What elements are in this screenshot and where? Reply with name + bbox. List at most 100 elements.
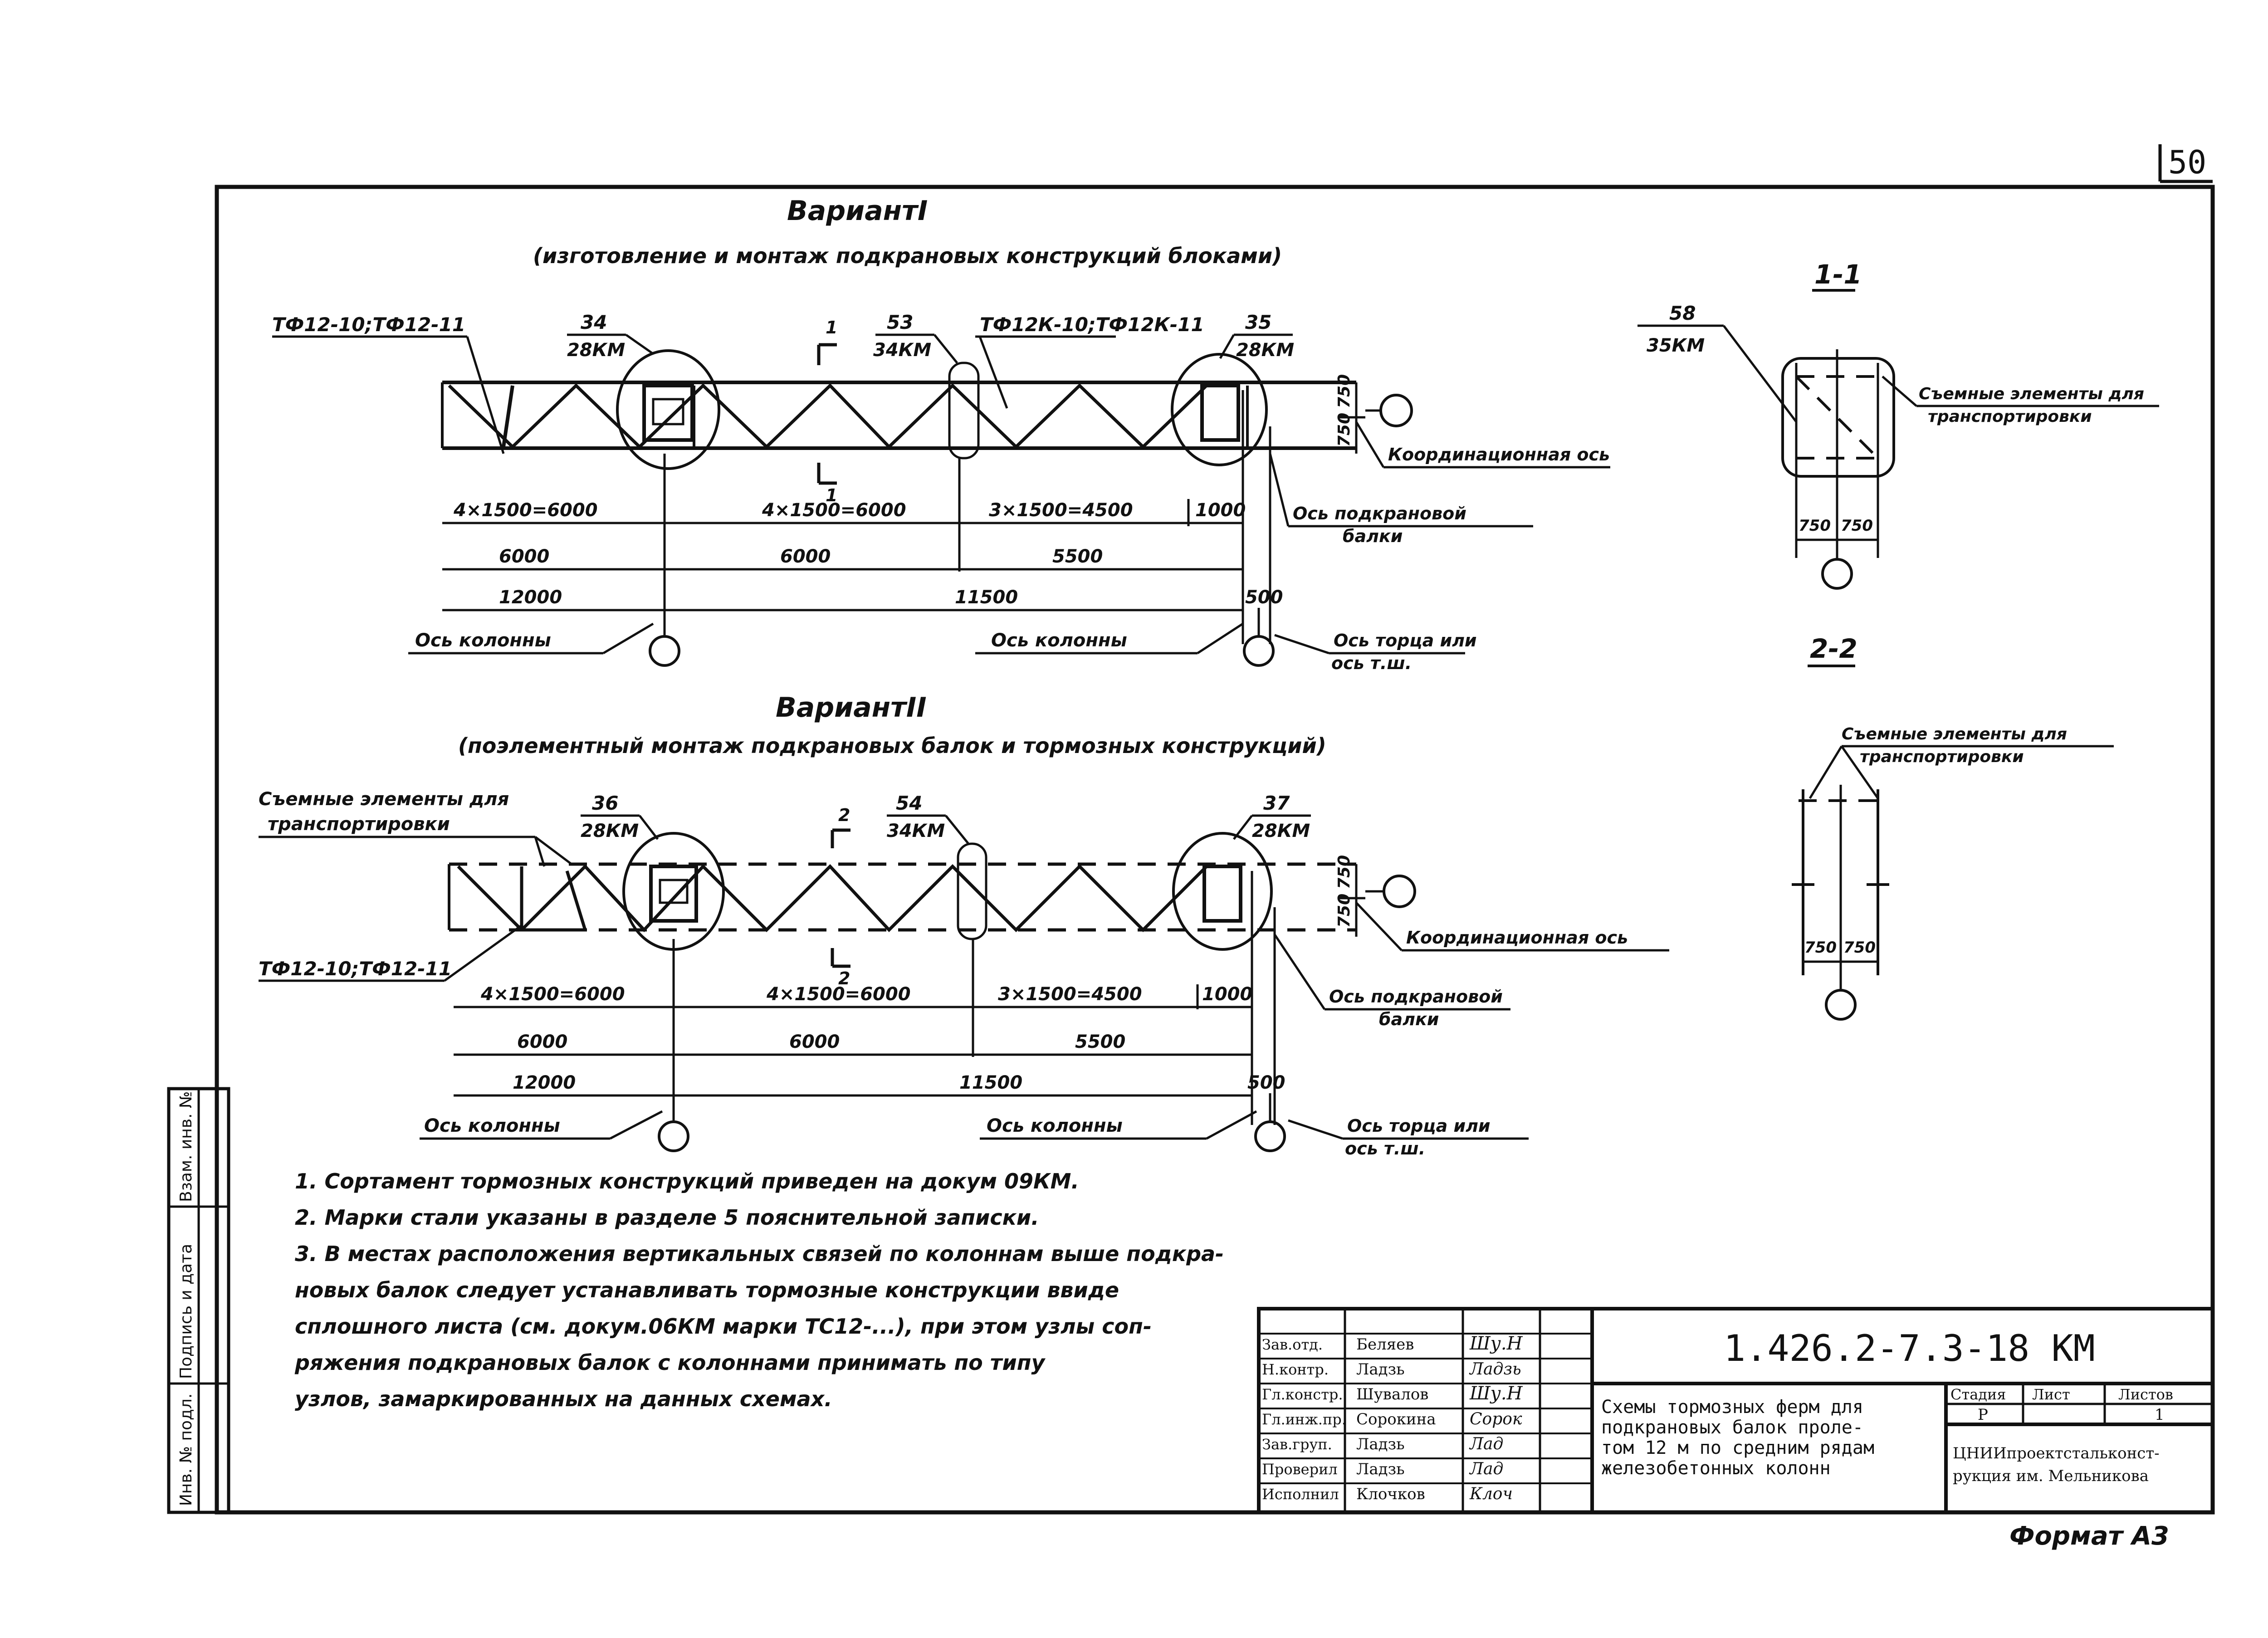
signature-4: Лад xyxy=(1469,1435,1503,1453)
variant2-end-axis-2: ось т.ш. xyxy=(1345,1139,1425,1159)
signature-6: Клоч xyxy=(1469,1485,1513,1503)
variant2-crane-axis-2: балки xyxy=(1379,1009,1439,1029)
variant2-coord-axis: Координационная ось xyxy=(1406,928,1628,948)
variant1-end-axis-2: ось т.ш. xyxy=(1331,653,1412,673)
variant2-col-axis-mid: Ось колонны xyxy=(987,1115,1123,1136)
section22-dim-right: 750 xyxy=(1843,939,1876,957)
doc-code: 1.426.2-7.3-18 КМ xyxy=(1724,1327,2095,1369)
role-4: Зав.груп. xyxy=(1262,1436,1332,1453)
variant1-end-axis-1: Ось торца или xyxy=(1334,631,1477,650)
variant1-dim-row1-b: 4×1500=6000 xyxy=(762,500,906,521)
note-line-2: 2. Марки стали указаны в разделе 5 поясн… xyxy=(295,1205,1039,1230)
variant1-dim-row3-b: 11500 xyxy=(955,587,1018,608)
variant2-callout-left: ТФ12-10;ТФ12-11 xyxy=(259,958,452,980)
signature-3: Сорок xyxy=(1470,1410,1522,1428)
section11-title: 1-1 xyxy=(1814,259,1862,290)
variant1-dim-row1-c: 3×1500=4500 xyxy=(989,500,1133,521)
section11-dim-left: 750 xyxy=(1799,517,1831,535)
variant1-crane-axis-1: Ось подкрановой xyxy=(1293,504,1466,523)
variant1-col-axis-mid: Ось колонны xyxy=(991,630,1127,651)
sheet-frame: 50 Формат А3 xyxy=(215,144,2215,1551)
section-mark-2-bottom: 2 xyxy=(838,968,850,988)
notes: 1. Сортамент тормозных конструкций приве… xyxy=(294,1169,1224,1411)
variant2-subtitle: (поэлементный монтаж подкрановых балок и… xyxy=(458,733,1326,758)
variant2-dim-750-upper: 750 xyxy=(1335,855,1354,889)
section22-label-1: Съемные элементы для xyxy=(1842,725,2067,743)
description-3: том 12 м по средним рядам xyxy=(1601,1438,1874,1458)
role-3: Гл.инж.пр. xyxy=(1262,1411,1346,1428)
variant1-dim-750-lower: 750 xyxy=(1335,413,1354,447)
variant1-crane-axis-2: балки xyxy=(1343,526,1403,546)
variant1-title: ВариантI xyxy=(787,195,928,227)
variant2-dim-750-lower: 750 xyxy=(1335,894,1354,928)
note-line-3: 3. В местах расположения вертикальных св… xyxy=(295,1242,1224,1266)
variant2-dim-row1-b: 4×1500=6000 xyxy=(766,984,911,1005)
name-2: Шувалов xyxy=(1356,1385,1428,1403)
variant2-end-axis-1: Ось торца или xyxy=(1347,1116,1491,1136)
variant2-dim-row2-a: 6000 xyxy=(517,1032,567,1052)
section11-node-top: 58 xyxy=(1669,302,1696,324)
variant1-node-a-top: 34 xyxy=(581,311,607,333)
variant-2: ВариантII (поэлементный монтаж подкранов… xyxy=(259,692,1669,1159)
name-5: Ладзь xyxy=(1356,1460,1405,1478)
stamp-inv-number: Инв. № подл. xyxy=(177,1394,196,1506)
variant1-node-b-bot: 34КМ xyxy=(873,340,931,361)
section11-dim-right: 750 xyxy=(1841,517,1873,535)
section22-title: 2-2 xyxy=(1810,633,1857,664)
sheet-header: Лист xyxy=(2032,1386,2070,1403)
stage-value: Р xyxy=(1978,1406,1988,1424)
variant1-callout-left: ТФ12-10;ТФ12-11 xyxy=(272,313,465,336)
variant2-dim-row1-d: 1000 xyxy=(1202,984,1252,1005)
name-4: Ладзь xyxy=(1356,1435,1405,1453)
title-block: Зав.отд. Н.контр. Гл.констр. Гл.инж.пр. … xyxy=(1257,1307,2214,1514)
variant1-subtitle: (изготовление и монтаж подкрановых конст… xyxy=(533,244,1282,268)
description-2: подкрановых балок проле- xyxy=(1601,1417,1863,1438)
name-1: Ладзь xyxy=(1356,1360,1405,1379)
sheets-value: 1 xyxy=(2155,1406,2165,1424)
section11-node-bot: 35КМ xyxy=(1647,335,1705,356)
variant1-dim-row1-d: 1000 xyxy=(1195,500,1246,521)
org-2: рукция им. Мельникова xyxy=(1953,1467,2149,1485)
section11-label-1: Съемные элементы для xyxy=(1919,385,2144,403)
name-3: Сорокина xyxy=(1356,1410,1436,1428)
section-2-2: 2-2 Съемные элементы для транспортировки… xyxy=(1792,633,2114,1021)
stamp-replace-inv: Взам. инв. № xyxy=(177,1091,196,1202)
variant1-dim-row3-c: 500 xyxy=(1245,587,1283,608)
note-line-1: 1. Сортамент тормозных конструкций приве… xyxy=(295,1169,1079,1193)
variant2-dim-row3-b: 11500 xyxy=(959,1072,1022,1093)
format-label: Формат А3 xyxy=(2009,1521,2169,1551)
description-1: Схемы тормозных ферм для xyxy=(1601,1397,1863,1418)
page-number: 50 xyxy=(2168,144,2206,181)
variant1-node-c-bot: 28КМ xyxy=(1236,340,1294,361)
variant1-dim-750-upper: 750 xyxy=(1335,374,1354,408)
variant2-node-c-top: 37 xyxy=(1263,792,1290,814)
variant2-node-a-top: 36 xyxy=(592,792,618,814)
variant2-dim-row2-b: 6000 xyxy=(789,1032,840,1052)
variant2-node-a-bot: 28КМ xyxy=(581,821,639,841)
stamp-sign-date: Подпись и дата xyxy=(177,1244,196,1379)
side-stamp: Инв. № подл. Подпись и дата Взам. инв. № xyxy=(167,1087,230,1514)
variant2-node-b-bot: 34КМ xyxy=(887,821,945,841)
role-0: Зав.отд. xyxy=(1262,1336,1323,1353)
section-mark-1-bottom: 1 xyxy=(826,485,837,505)
note-line-7: узлов, замаркированных на данных схемах. xyxy=(295,1387,832,1411)
variant1-dim-row3-a: 12000 xyxy=(499,587,562,608)
variant2-removable-2: транспортировки xyxy=(268,814,450,835)
variant2-dim-row1-a: 4×1500=6000 xyxy=(480,984,625,1005)
variant2-col-axis-left: Ось колонны xyxy=(424,1115,560,1136)
variant2-crane-axis-1: Ось подкрановой xyxy=(1329,987,1503,1007)
signature-2: Шу.Н xyxy=(1469,1383,1523,1404)
note-line-5: сплошного листа (см. докум.06КМ марки ТС… xyxy=(295,1314,1152,1339)
variant2-dim-row2-c: 5500 xyxy=(1075,1032,1125,1052)
variant2-dim-row3-a: 12000 xyxy=(513,1072,576,1093)
variant-1: ВариантI (изготовление и монтаж подкрано… xyxy=(272,195,1610,673)
variant1-coord-axis: Координационная ось xyxy=(1388,445,1610,465)
variant2-node-b-top: 54 xyxy=(896,792,922,814)
variant2-dim-row1-c: 3×1500=4500 xyxy=(998,984,1142,1005)
variant1-callout-mid: ТФ12К-10;ТФ12К-11 xyxy=(980,313,1204,336)
signature-1: Ладзь xyxy=(1469,1360,1521,1379)
variant1-node-a-bot: 28КМ xyxy=(567,340,625,361)
variant1-col-axis-left: Ось колонны xyxy=(415,630,551,651)
